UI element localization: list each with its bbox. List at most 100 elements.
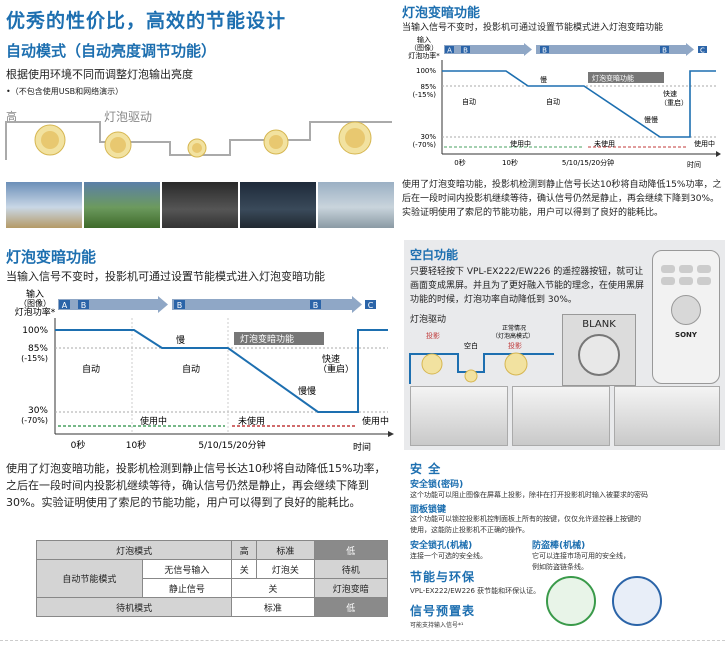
table-cell: 待机	[313, 559, 389, 579]
security-title: 安 全	[410, 462, 442, 476]
remote-button[interactable]	[679, 265, 693, 273]
fast-label: 快速	[322, 353, 340, 365]
signal-block-label: B	[542, 47, 547, 55]
ytick-85: 85%	[28, 344, 48, 354]
dimming-desc: 当输入信号不变时，投影机可通过设置节能模式进入灯泡变暗功能	[6, 270, 325, 283]
signal-block-label: A	[62, 301, 68, 310]
xtick-time: 时间	[687, 160, 701, 169]
in-use-label: 使用中	[510, 139, 531, 148]
ylabel-line: （图像）	[410, 43, 438, 52]
anti-theft-title: 防盗棒(机械)	[532, 541, 586, 551]
signal-block-label: B	[177, 301, 183, 310]
ytick-85-note: (-15%)	[21, 354, 48, 363]
footer-divider	[0, 640, 725, 641]
slow-slow-label: 慢慢	[298, 385, 316, 397]
fast-label: 快速	[663, 89, 677, 98]
table-cell: 静止信号	[141, 578, 233, 598]
ylabel-line: 灯泡功率*	[15, 306, 56, 318]
auto-label: 自动	[82, 363, 100, 375]
signal-block	[78, 300, 89, 309]
signal-block	[59, 300, 70, 309]
xtick-0: 0秒	[454, 158, 465, 167]
security-hole-text: 连接一个可选的安全线。	[410, 552, 487, 560]
ytick-85-note: (-15%)	[412, 91, 436, 99]
remote-button[interactable]	[697, 265, 711, 273]
ylabel-line: 灯泡功率*	[408, 51, 440, 60]
blank-button[interactable]: BLANK	[562, 314, 636, 386]
panel-lock-title: 面板锁键	[410, 505, 447, 515]
ytick-100: 100%	[22, 326, 48, 336]
lamp-drive-illustration	[0, 100, 395, 180]
bulb-icon	[34, 124, 66, 156]
dimming-tag-label: 灯泡变暗功能	[592, 74, 634, 83]
table-cell: 高	[231, 540, 258, 560]
lamp-power-line	[55, 329, 388, 413]
auto-mode-desc: 根据使用环境不同而调整灯泡输出亮度	[6, 68, 193, 81]
signal-block-label: C	[368, 301, 374, 310]
slow-label: 慢	[176, 334, 185, 346]
table-cell: 灯泡模式	[35, 540, 233, 560]
signal-block-label: B	[81, 301, 87, 310]
eco-title: 节能与环保	[410, 570, 476, 584]
sony-logo: SONY	[675, 331, 697, 339]
in-use-label-2: 使用中	[362, 415, 389, 427]
ytick-30: 30%	[28, 406, 48, 416]
remote-control: SONY	[652, 250, 720, 384]
bulb-icon	[504, 352, 528, 376]
in-use-label-2: 使用中	[694, 139, 715, 148]
normal-label: 正常情况	[502, 324, 526, 332]
signal-preset-text: 可能支持输入信号*¹	[410, 622, 464, 629]
bird-photo	[318, 182, 394, 228]
restart-label: （重启）	[318, 363, 354, 375]
table-cell: 待机模式	[35, 597, 233, 617]
blank-lamp-label: 灯泡驱动	[410, 315, 447, 325]
bulb-icon	[338, 121, 372, 155]
signal-block	[310, 300, 321, 309]
signal-block-label: A	[447, 47, 452, 55]
hand-icon	[578, 334, 620, 376]
dark-photo	[162, 182, 238, 228]
ylabel-line: （图像）	[19, 298, 51, 308]
slow-label: 慢	[540, 75, 547, 84]
table-cell: 无信号输入	[141, 559, 233, 579]
bulb-icon	[104, 131, 132, 159]
remote-button[interactable]	[679, 277, 693, 285]
classroom-scene	[512, 386, 610, 446]
panel-lock-text: 这个功能可以锁控投影机控制面板上所有的按键，仅仅允许遥控器上按键的使用，这能防止…	[410, 515, 641, 534]
dimming-body-small: 使用了灯泡变暗功能，投影机检测到静止信号长达10秒将自动降低15%功率，之后在一…	[402, 180, 722, 218]
auto-mode-note: •（不包含使用USB和网络演示）	[6, 87, 124, 96]
blank-button-label: BLANK	[582, 319, 616, 330]
unused-label: 未使用	[238, 415, 265, 427]
classroom-scene	[410, 386, 508, 446]
auto-label: 自动	[546, 97, 560, 106]
ytick-30: 30%	[420, 133, 436, 141]
bulb-icon	[263, 129, 289, 155]
dimming-title-small: 灯泡变暗功能	[402, 6, 481, 21]
blank-desc: 只要轻轻按下 VPL-EX222/EW226 的遥控器按钮，就可让画面变成黑屏。…	[410, 267, 645, 305]
security-hole-title: 安全锁孔(机械)	[410, 541, 473, 551]
signal-block-label: C	[700, 47, 705, 55]
xtick-time: 时间	[353, 441, 371, 453]
dimming-tag	[234, 332, 324, 345]
remote-dpad[interactable]	[671, 295, 701, 325]
remote-button[interactable]	[697, 277, 711, 285]
remote-button[interactable]	[661, 277, 675, 285]
signal-preset-title: 信号预置表	[410, 604, 476, 618]
project-label: 投影	[426, 331, 440, 340]
auto-mode-title: 自动模式（自动亮度调节功能）	[6, 42, 217, 60]
ylabel-line: 输入	[26, 288, 44, 300]
blank-word: 空白	[464, 341, 478, 350]
dimming-tag-label: 灯泡变暗功能	[240, 333, 294, 345]
normal-mode-label: （灯泡高模式）	[492, 332, 534, 340]
ylabel-line: 输入	[417, 35, 431, 44]
lamp-drive-label: 灯泡驱动	[104, 110, 153, 124]
in-use-label: 使用中	[140, 415, 167, 427]
remote-button[interactable]	[661, 265, 675, 273]
dimming-title: 灯泡变暗功能	[6, 248, 97, 266]
table-cell: 标准	[256, 540, 315, 560]
xtick-10: 10秒	[502, 158, 518, 167]
signal-block	[365, 300, 376, 309]
signal-block	[174, 300, 185, 309]
lamp-power-line	[442, 70, 716, 138]
table-cell: 关	[231, 559, 258, 579]
